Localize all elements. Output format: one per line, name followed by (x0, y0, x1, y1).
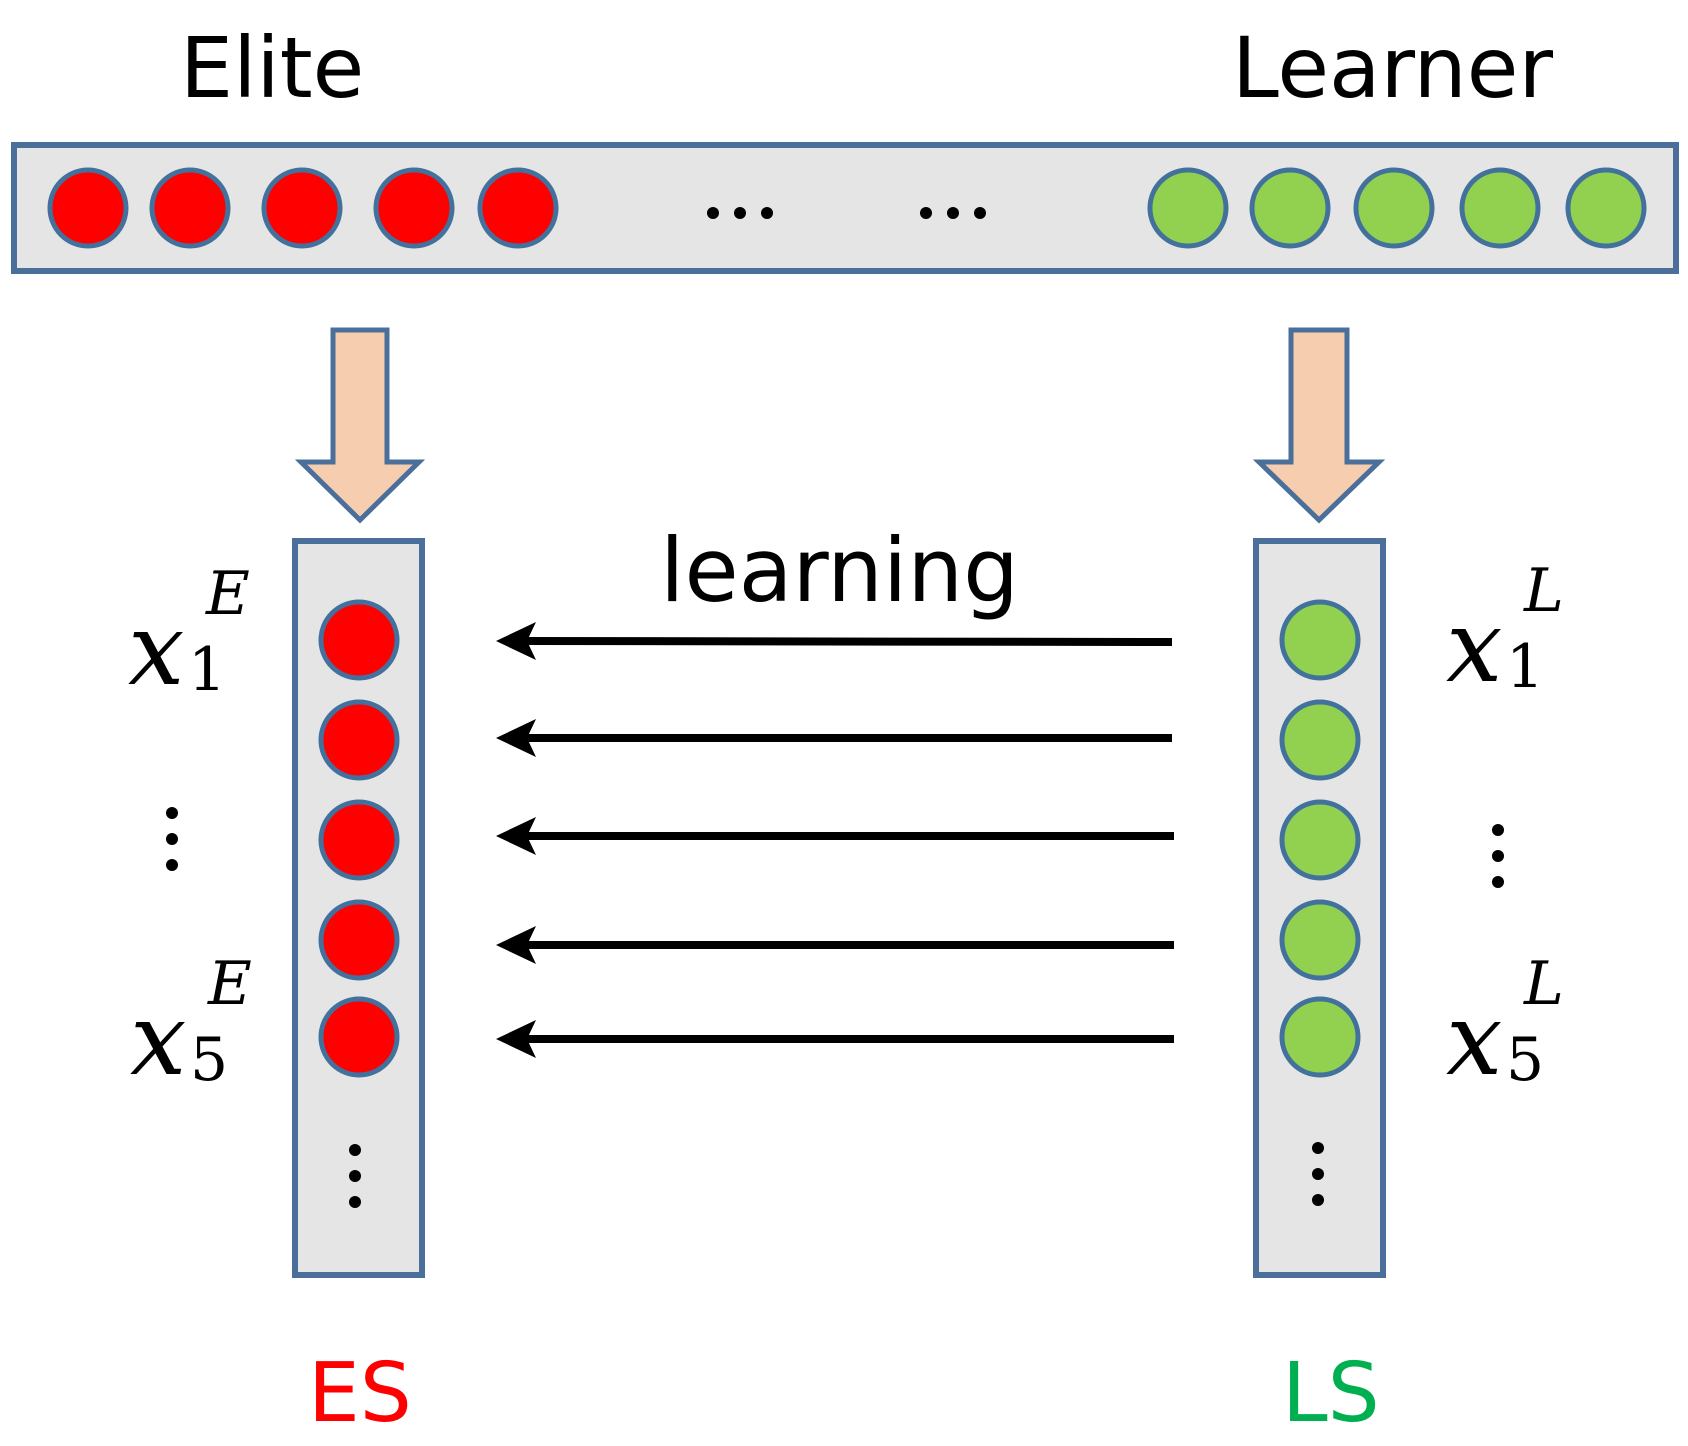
elite-node (261, 167, 343, 249)
ellipsis-dots-left (166, 807, 178, 871)
learning-arrow (496, 1020, 1174, 1058)
ellipsis-dots-top (707, 207, 986, 219)
ellipsis-dots-right (1492, 824, 1504, 888)
learner-nodes-top (1147, 167, 1647, 249)
learner-node (1279, 699, 1361, 781)
elite-node (318, 899, 400, 981)
learning-arrow (496, 719, 1172, 757)
learner-node (1279, 899, 1361, 981)
elite-node (318, 599, 400, 681)
learner-title: Learner (1232, 19, 1553, 117)
learning-arrow (496, 817, 1174, 855)
elite-node (149, 167, 231, 249)
elite-node (477, 167, 559, 249)
elite-node (47, 167, 129, 249)
learning-arrow (496, 926, 1174, 964)
learning-arrow (496, 622, 1173, 660)
learner-nodes-column (1279, 599, 1361, 1078)
ls-label: LS (1282, 1346, 1380, 1441)
learning-arrows (496, 622, 1174, 1058)
es-label: ES (308, 1346, 412, 1441)
variable-x1-learner: x L 1 (1446, 556, 1564, 705)
learner-node (1565, 167, 1647, 249)
learner-node (1279, 996, 1361, 1078)
learner-node (1279, 799, 1361, 881)
elite-node (373, 167, 455, 249)
down-arrow-elite (294, 327, 426, 524)
variable-x5-learner: x L 5 (1446, 949, 1564, 1098)
elite-title: Elite (180, 19, 365, 117)
elite-node (318, 996, 400, 1078)
variable-x1-elite: x E 1 (128, 559, 250, 708)
variable-x5-elite: x E 5 (130, 949, 252, 1098)
elite-node (318, 699, 400, 781)
elite-node (318, 799, 400, 881)
learner-node (1249, 167, 1331, 249)
ellipsis-dots-es (349, 1144, 361, 1208)
down-arrow-learner (1252, 327, 1386, 524)
elite-nodes-column (318, 599, 400, 1078)
learner-node (1353, 167, 1435, 249)
learner-node (1147, 167, 1229, 249)
learner-node (1459, 167, 1541, 249)
learning-label: learning (660, 519, 1020, 622)
ellipsis-dots-ls (1312, 1142, 1324, 1206)
learner-node (1279, 599, 1361, 681)
elite-nodes-top (47, 167, 559, 249)
